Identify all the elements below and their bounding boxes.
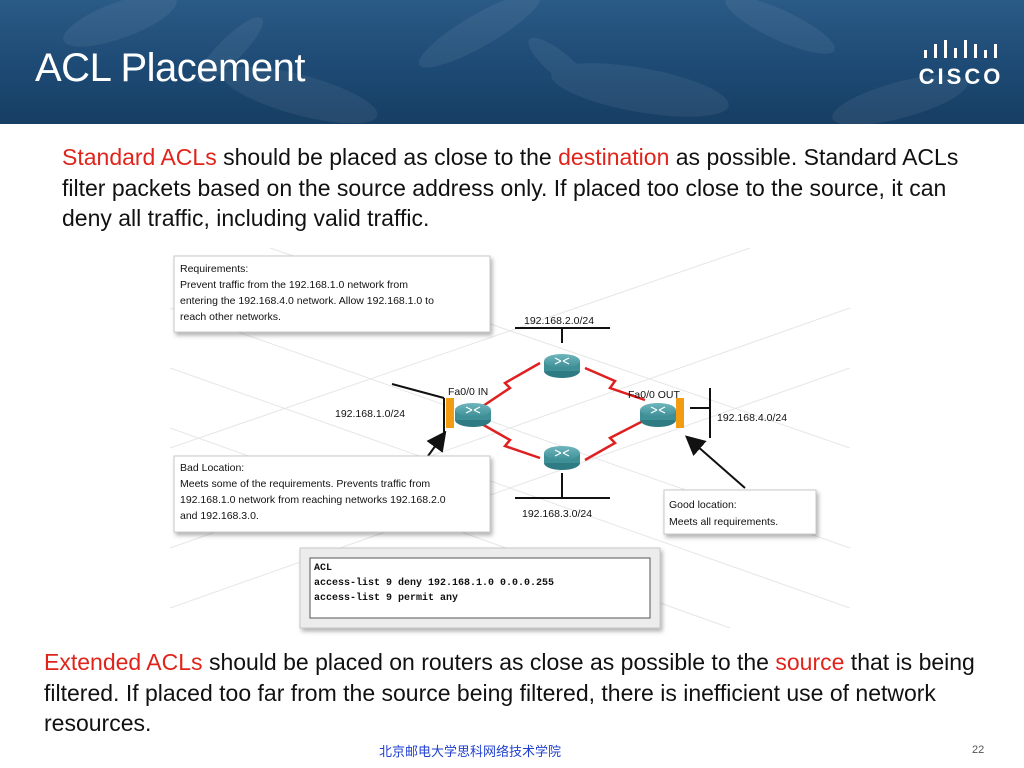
interface-marker-right	[676, 398, 684, 428]
good-location-box: Good location: Meets all requirements.	[663, 489, 817, 535]
acl-box: ACL access-list 9 deny 192.168.1.0 0.0.0…	[299, 547, 661, 629]
interface-label-left: Fa0/0 IN	[448, 386, 488, 398]
bad-location-line1: Meets some of the requirements. Prevents…	[180, 478, 430, 490]
network-label-left: 192.168.1.0/24	[335, 408, 405, 420]
paragraph2-text1: should be placed on routers as close as …	[202, 649, 776, 675]
good-location-arrow	[684, 435, 746, 489]
router-bottom-icon	[544, 446, 580, 470]
paragraph1-text2: as possible. Standard ACLs filter packet…	[62, 144, 959, 231]
source-highlight: source	[775, 649, 845, 675]
cisco-bars-icon	[924, 40, 997, 58]
cisco-wordmark: CISCO	[918, 64, 1004, 89]
requirements-box: Requirements: Prevent traffic from the 1…	[173, 255, 491, 333]
requirements-line3: reach other networks.	[180, 311, 281, 323]
network-label-right: 192.168.4.0/24	[717, 412, 787, 424]
page-title: ACL Placement	[35, 46, 305, 90]
lan-segments	[391, 327, 711, 499]
interface-marker-left	[446, 398, 454, 428]
wan-links	[479, 361, 646, 462]
standard-acls-highlight: Standard ACLs	[62, 144, 217, 170]
network-label-top: 192.168.2.0/24	[524, 315, 594, 327]
bad-location-arrow	[426, 430, 447, 457]
network-label-bottom: 192.168.3.0/24	[522, 508, 592, 520]
acl-line1: access-list 9 deny 192.168.1.0 0.0.0.255	[314, 577, 554, 589]
router-right-icon	[640, 403, 676, 427]
footer-institution: 北京邮电大学思科网络技术学院	[379, 745, 562, 760]
router-top-icon	[544, 354, 580, 378]
bad-location-line2: 192.168.1.0 network from reaching networ…	[180, 494, 446, 506]
paragraph2-text2: that is being filtered. If placed too fa…	[44, 649, 975, 736]
interface-label-right: Fa0/0 OUT	[628, 389, 681, 401]
extended-acls-highlight: Extended ACLs	[44, 649, 203, 675]
requirements-line2: entering the 192.168.4.0 network. Allow …	[180, 295, 434, 307]
paragraph1-text1: should be placed as close to the	[216, 144, 559, 170]
good-location-heading: Good location:	[669, 499, 737, 511]
requirements-line1: Prevent traffic from the 192.168.1.0 net…	[180, 279, 408, 291]
good-location-line1: Meets all requirements.	[669, 516, 778, 528]
bad-location-heading: Bad Location:	[180, 462, 244, 474]
header-pattern	[63, 0, 968, 124]
cisco-logo: CISCO	[918, 38, 1004, 90]
page-number: 22	[972, 744, 985, 756]
destination-highlight: destination	[558, 144, 670, 170]
standard-acl-paragraph: Standard ACLs should be placed as close …	[62, 142, 992, 234]
bad-location-box: Bad Location: Meets some of the requirem…	[173, 455, 491, 533]
slide-header: ACL Placement CISCO	[0, 0, 1024, 124]
router-left-icon	[455, 403, 491, 427]
acl-heading: ACL	[314, 563, 332, 574]
extended-acl-paragraph: Extended ACLs should be placed on router…	[44, 647, 994, 739]
bad-location-line3: and 192.168.3.0.	[180, 510, 259, 522]
requirements-heading: Requirements:	[180, 263, 248, 275]
acl-placement-diagram: 192.168.2.0/24 192.168.1.0/24 192.168.4.…	[170, 248, 850, 629]
acl-line2: access-list 9 permit any	[314, 592, 458, 604]
